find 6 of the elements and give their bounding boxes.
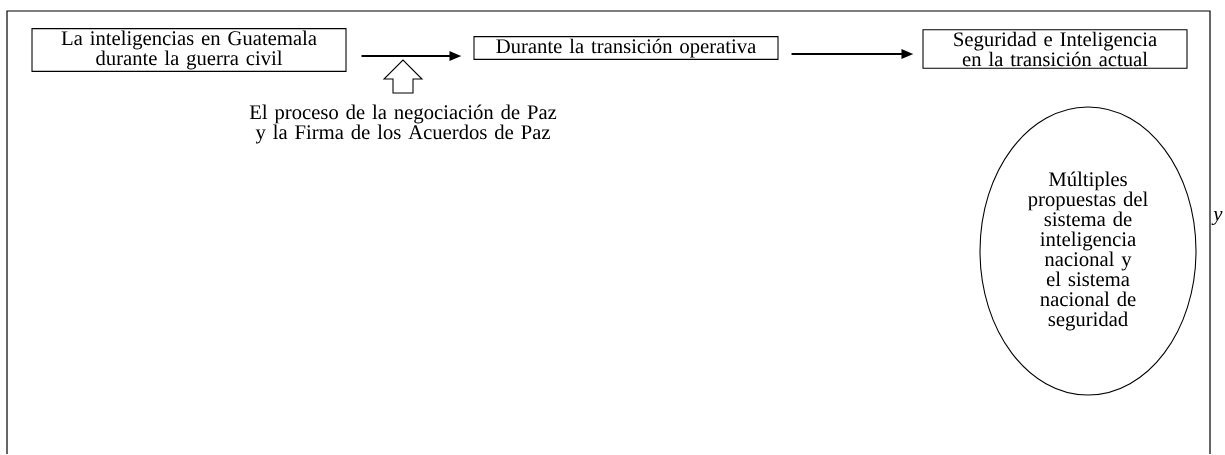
ellipse-node: Múltiples propuestas del sistema de inteligencia nacional y el sistema nacional de seguridad: [979, 106, 1197, 396]
process-box: La inteligencias en Guatemala durante la guerra civil: [31, 28, 347, 72]
hollow-arrow: [382, 59, 424, 94]
process-box: Durante la transición operativa: [473, 36, 779, 60]
process-box: Seguridad e Inteligencia en la transición actual: [922, 29, 1188, 69]
note-text: El proceso de la negociación de Paz y la Firma de los Acuerdos de Paz: [249, 104, 557, 144]
